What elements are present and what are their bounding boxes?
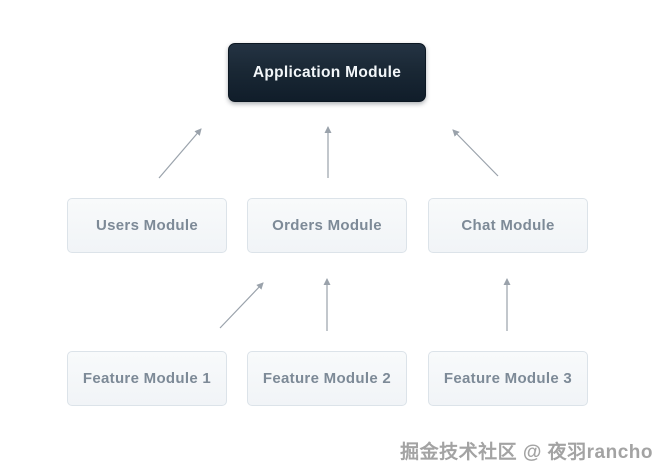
node-application-module: Application Module: [228, 43, 426, 102]
node-orders-module: Orders Module: [247, 198, 407, 253]
node-chat-module-label: Chat Module: [461, 217, 555, 234]
node-users-module-label: Users Module: [96, 217, 198, 234]
node-users-module: Users Module: [67, 198, 227, 253]
node-application-module-label: Application Module: [252, 63, 402, 81]
node-feature-module-2-label: Feature Module 2: [262, 370, 392, 387]
node-feature-module-2: Feature Module 2: [247, 351, 407, 406]
node-orders-module-label: Orders Module: [272, 217, 382, 234]
node-feature-module-3-label: Feature Module 3: [443, 370, 573, 387]
watermark: 掘金技术社区 @ 夜羽rancho: [400, 442, 653, 463]
node-chat-module: Chat Module: [428, 198, 588, 253]
node-feature-module-1: Feature Module 1: [67, 351, 227, 406]
node-feature-module-1-label: Feature Module 1: [82, 370, 212, 387]
arrow-feature1-to-orders: [219, 282, 264, 329]
arrow-users-to-application: [158, 128, 202, 179]
arrow-chat-to-application: [452, 129, 499, 177]
node-feature-module-3: Feature Module 3: [428, 351, 588, 406]
